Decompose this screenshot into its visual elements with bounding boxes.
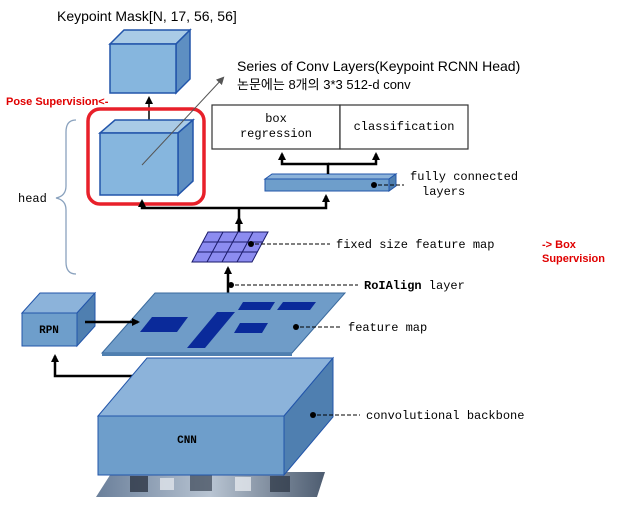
fully-connected-layer (263, 173, 398, 192)
keypoint-head-cube (97, 118, 196, 197)
conv-series-note: 논문에는 8개의 3*3 512-d conv (237, 77, 411, 92)
cnn-block (96, 356, 335, 477)
roialign-label-bold: RoIAlign (364, 279, 422, 293)
pose-supervision-label: Pose Supervision<- (6, 96, 109, 108)
pose-head-highlight (86, 107, 206, 206)
box-supervision-label-line2: Supervision (542, 253, 605, 265)
classification-label: classification (354, 120, 455, 134)
rpn-cube (20, 291, 97, 348)
roialign-label: RoIAlign layer (364, 279, 465, 293)
box-regression-label-line1: box (265, 112, 287, 126)
fc-to-regression-arrow (278, 152, 330, 174)
fc-label-line1: fully connected (410, 170, 518, 184)
conv-series-pointer (141, 76, 225, 166)
box-regression-label-line2: regression (240, 127, 312, 141)
fixed-size-feature-map-label: fixed size feature map (336, 238, 494, 252)
box-supervision-label-line1: -> Box (542, 239, 577, 251)
fc-to-classification-arrow (328, 152, 380, 166)
roialign-dot (228, 282, 234, 288)
fc-label-line2: layers (422, 185, 465, 199)
head-label: head (18, 192, 47, 206)
backbone-label: convolutional backbone (366, 409, 524, 423)
roi-to-heads-arrows (138, 194, 330, 232)
keypoint-mask-cube (108, 28, 192, 95)
cnn-label: CNN (177, 435, 197, 447)
rpn-label: RPN (39, 325, 59, 337)
conv-series-label: Series of Conv Layers(Keypoint RCNN Head… (237, 58, 520, 74)
feature-map-plane (100, 292, 347, 356)
input-image-strip (96, 472, 325, 497)
roialign-label-rest: layer (422, 279, 465, 293)
output-boxes (211, 104, 469, 150)
fixed-size-feature-map-grid (191, 231, 269, 263)
head-brace (55, 119, 77, 275)
feature-map-label: feature map (348, 321, 427, 335)
keypoint-mask-title: Keypoint Mask[N, 17, 56, 56] (57, 8, 237, 24)
